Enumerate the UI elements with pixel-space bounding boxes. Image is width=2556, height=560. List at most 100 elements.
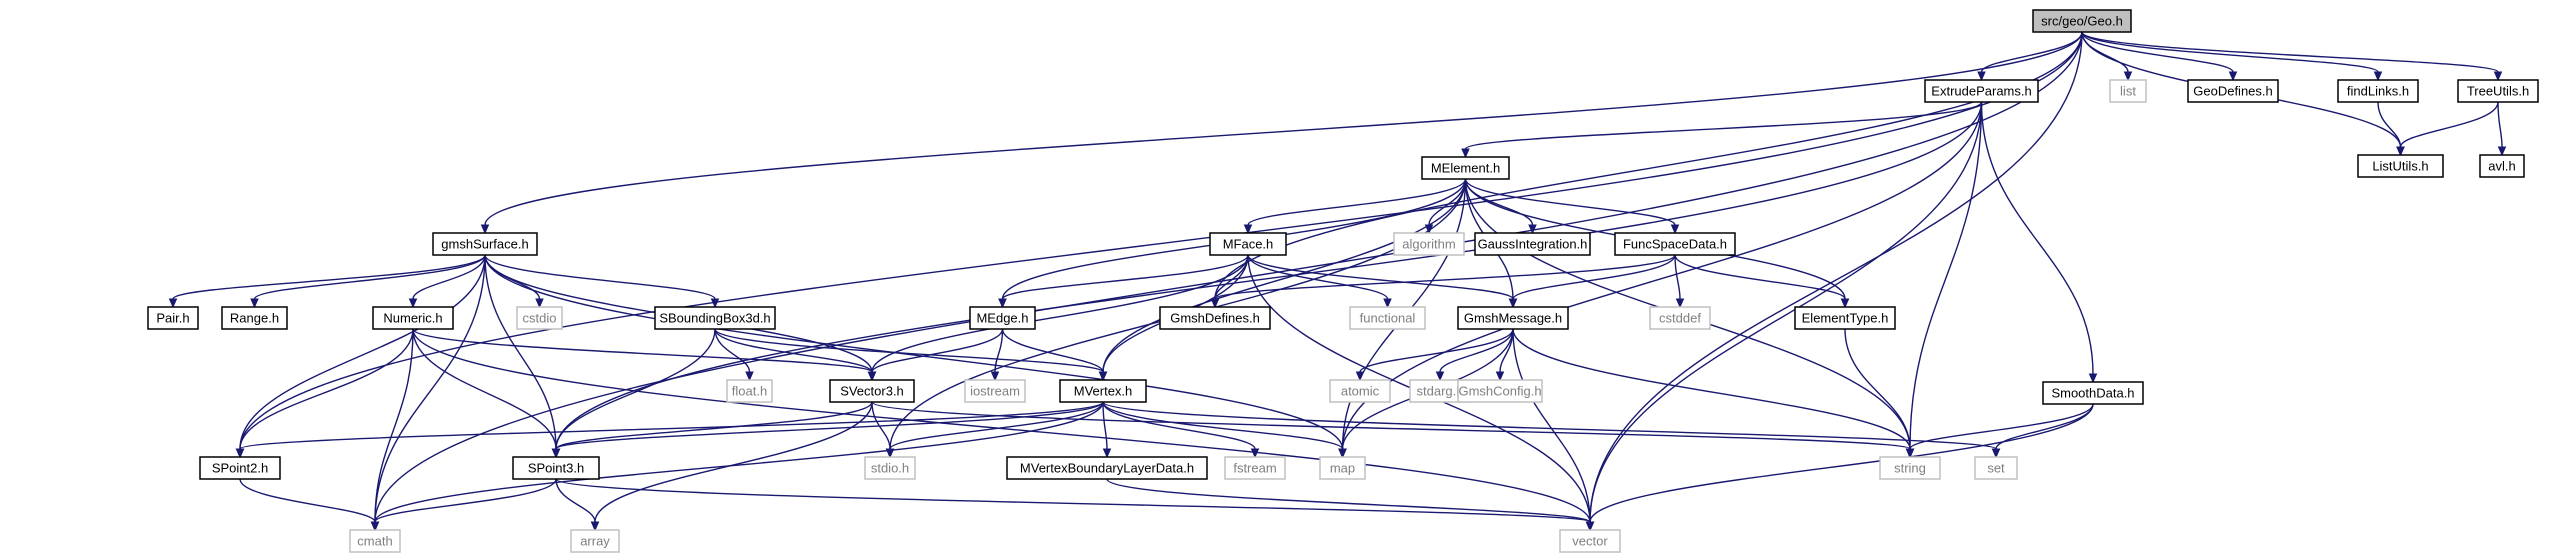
node-box: [969, 306, 1036, 330]
node-box: [147, 306, 199, 330]
node-findlinks[interactable]: findLinks.h: [2337, 79, 2419, 103]
edge-line: [239, 478, 376, 523]
edge-line: [374, 478, 557, 523]
edge-line: [1102, 401, 1108, 450]
node-label: GaussIntegration.h: [1478, 237, 1588, 252]
edge-numeric-to-spoint2: [235, 328, 414, 459]
node-melement[interactable]: MElement.h: [1421, 156, 1510, 180]
edge-line: [1001, 254, 1249, 300]
edge-line: [484, 254, 557, 450]
node-algorithm: algorithm: [1393, 232, 1465, 256]
edge-line: [239, 401, 1104, 450]
node-box: [964, 379, 1026, 403]
node-spoint2[interactable]: SPoint2.h: [199, 456, 281, 480]
node-mvertex[interactable]: MVertex.h: [1059, 379, 1147, 403]
node-funcspace[interactable]: FuncSpaceData.h: [1614, 232, 1736, 256]
node-gauss[interactable]: GaussIntegration.h: [1474, 232, 1591, 256]
edge-line: [1247, 178, 1467, 226]
node-box: [2337, 79, 2419, 103]
edge-line: [555, 478, 596, 523]
edge-arrowhead: [480, 224, 490, 235]
edge-extrude-to-melement: [1461, 101, 1983, 159]
edge-line: [1844, 328, 1911, 450]
edge-arrowhead: [1991, 448, 2001, 459]
node-avl[interactable]: avl.h: [2479, 154, 2525, 178]
edge-geo_h-to-geodefines: [2081, 31, 2238, 82]
node-geo_h[interactable]: src/geo/Geo.h: [2032, 9, 2132, 33]
node-label: cstddef: [1659, 311, 1701, 326]
node-smoothdata[interactable]: SmoothData.h: [2042, 381, 2144, 405]
edge-line: [484, 31, 2083, 226]
node-fstream: fstream: [1224, 456, 1286, 480]
edges-layer: [168, 31, 2507, 532]
node-label: avl.h: [2488, 159, 2515, 174]
node-label: stdarg.h: [1417, 384, 1464, 399]
edge-arrowhead: [2228, 71, 2238, 82]
node-float: float.h: [726, 379, 773, 403]
node-box: [1649, 306, 1711, 330]
node-geodefines[interactable]: GeoDefines.h: [2187, 79, 2279, 103]
edge-arrowhead: [710, 298, 720, 309]
edge-arrowhead: [535, 298, 544, 309]
node-box: [372, 306, 454, 330]
edge-gmshsurface-to-pair: [168, 254, 486, 309]
node-label: SPoint3.h: [528, 461, 584, 476]
edge-line: [1102, 401, 1256, 450]
node-label: GmshDefines.h: [1170, 311, 1260, 326]
node-numeric[interactable]: Numeric.h: [372, 306, 454, 330]
edge-arrowhead: [990, 371, 1000, 382]
edge-line: [2497, 101, 2503, 148]
node-spoint3[interactable]: SPoint3.h: [512, 456, 600, 480]
edge-line: [555, 478, 1591, 523]
node-label: ExtrudeParams.h: [1931, 84, 2031, 99]
node-box: [726, 379, 773, 403]
node-gmshdefines[interactable]: GmshDefines.h: [1159, 306, 1271, 330]
node-label: cstdio: [523, 311, 557, 326]
edge-line: [714, 328, 1104, 373]
node-treeutils[interactable]: TreeUtils.h: [2457, 79, 2539, 103]
node-gmshsurface[interactable]: gmshSurface.h: [432, 232, 538, 256]
node-gmshmessage[interactable]: GmshMessage.h: [1457, 306, 1569, 330]
node-box: [1319, 456, 1366, 480]
edge-geo_h-to-gmshsurface: [480, 31, 2083, 235]
node-label: SPoint2.h: [212, 461, 268, 476]
edge-arrowhead: [235, 448, 245, 459]
node-label: set: [1987, 461, 2005, 476]
edge-line: [2399, 101, 2499, 148]
node-medge[interactable]: MEdge.h: [969, 306, 1036, 330]
node-label: list: [2120, 84, 2136, 99]
node-sbbox[interactable]: SBoundingBox3d.h: [654, 306, 776, 330]
edge-line: [239, 328, 414, 450]
edge-line: [1589, 31, 2083, 523]
node-mface[interactable]: MFace.h: [1209, 232, 1287, 256]
node-label: array: [580, 534, 610, 549]
edge-line: [871, 328, 1004, 373]
edge-gmshsurface-to-sbbox: [484, 254, 720, 309]
node-label: SVector3.h: [840, 384, 904, 399]
node-box: [1159, 306, 1271, 330]
edge-mvertex-to-mvbld: [1102, 401, 1112, 459]
node-listutils[interactable]: ListUtils.h: [2357, 154, 2444, 178]
node-label: src/geo/Geo.h: [2041, 14, 2123, 29]
edge-line: [1102, 401, 1997, 450]
node-elementtype[interactable]: ElementType.h: [1794, 306, 1896, 330]
node-pair[interactable]: Pair.h: [147, 306, 199, 330]
edge-melement-to-mface: [1243, 178, 1467, 235]
edge-arrowhead: [1383, 298, 1392, 309]
node-mvbld[interactable]: MVertexBoundaryLayerData.h: [1006, 456, 1208, 480]
edge-line: [714, 328, 751, 373]
edge-line: [374, 254, 486, 523]
edge-line: [714, 328, 873, 373]
node-string: string: [1879, 456, 1941, 480]
node-stdarg: stdarg.h: [1409, 379, 1471, 403]
edge-geo_h-to-extrude: [1977, 31, 2083, 82]
node-label: functional: [1360, 311, 1416, 326]
edge-line: [374, 401, 1104, 523]
node-box: [2187, 79, 2279, 103]
edge-arrowhead: [1435, 371, 1445, 382]
node-svector[interactable]: SVector3.h: [829, 379, 915, 403]
node-extrude[interactable]: ExtrudeParams.h: [1924, 79, 2039, 103]
node-label: Range.h: [230, 311, 279, 326]
node-cstddef: cstddef: [1649, 306, 1711, 330]
node-range[interactable]: Range.h: [221, 306, 288, 330]
